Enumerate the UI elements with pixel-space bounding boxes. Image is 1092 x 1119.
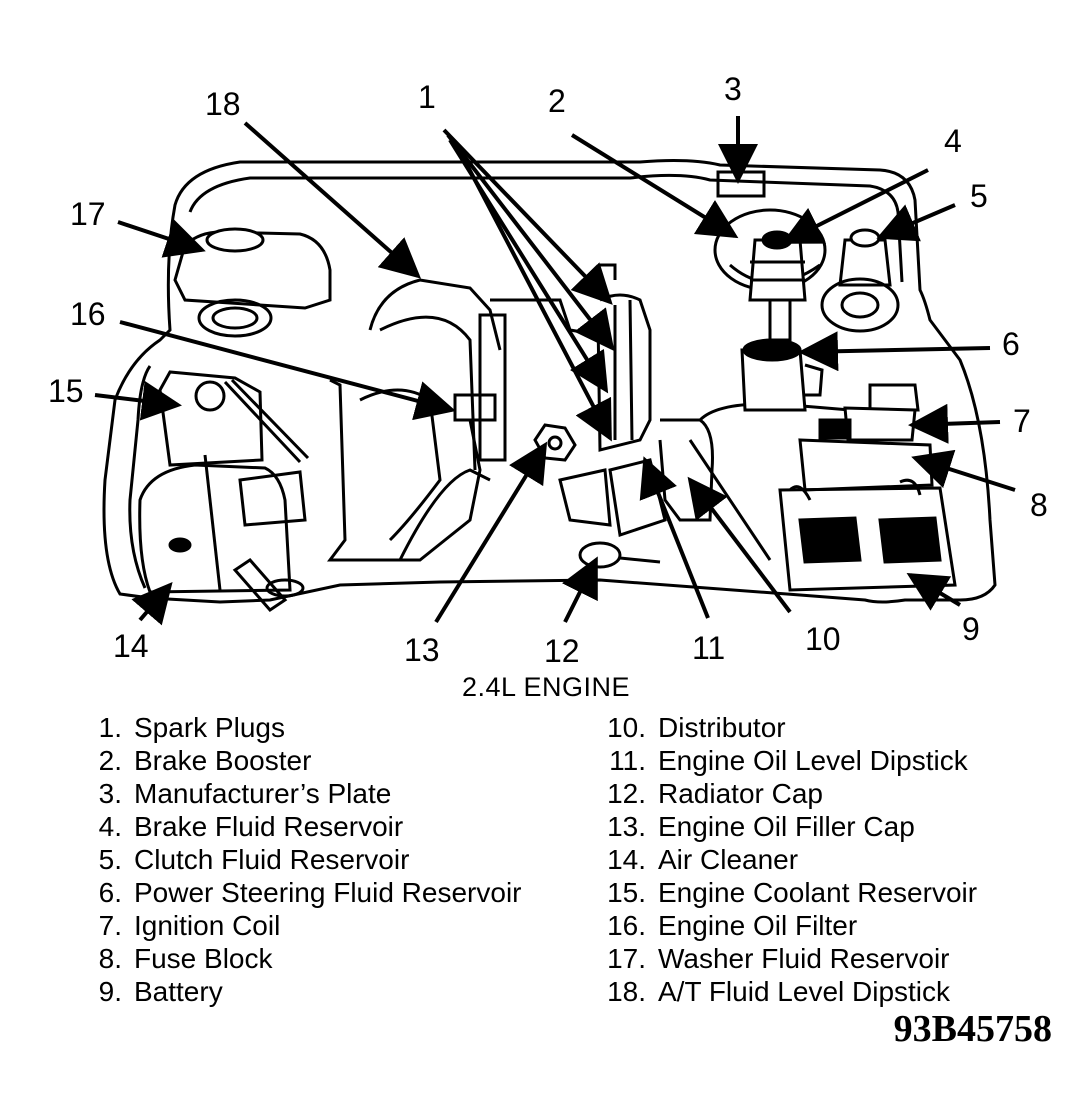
figure-id: 93B45758: [893, 1008, 1052, 1050]
legend-item: 11. Engine Oil Level Dipstick: [596, 744, 977, 777]
callout-13: 13: [404, 632, 440, 668]
callout-8: 8: [1030, 487, 1048, 523]
legend-item: 3. Manufacturer’s Plate: [86, 777, 522, 810]
callout-10: 10: [805, 621, 841, 657]
legend-label: Clutch Fluid Reservoir: [134, 844, 410, 875]
legend-number: 3.: [98, 778, 122, 809]
legend-label: Brake Booster: [134, 745, 312, 776]
diagram-caption: 2.4L ENGINE: [461, 672, 631, 702]
legend-item: 16. Engine Oil Filter: [596, 909, 977, 942]
legend-item: 6. Power Steering Fluid Reservoir: [86, 876, 522, 909]
legend-number: 18.: [607, 976, 646, 1007]
legend-number: 6.: [98, 877, 122, 908]
legend-left-column: 1. Spark Plugs 2. Brake Booster 3. Manufact…: [86, 711, 522, 1008]
legend-number: 7.: [98, 910, 122, 941]
legend-item: 1. Spark Plugs: [86, 711, 522, 744]
legend-number: 17.: [607, 943, 646, 974]
washer-fluid-reservoir-shape: [173, 227, 332, 338]
legend-label: Air Cleaner: [658, 844, 799, 875]
power-steering-reservoir-shape: [740, 338, 824, 412]
legend-number: 2.: [98, 745, 122, 776]
callout-9: 9: [962, 611, 980, 647]
callout-4: 4: [944, 123, 962, 159]
legend-item: 15. Engine Coolant Reservoir: [596, 876, 977, 909]
legend-number: 5.: [98, 844, 122, 875]
callout-5: 5: [970, 178, 988, 214]
callout-1: 1: [418, 79, 436, 115]
callout-3: 3: [724, 71, 742, 107]
legend-item: 18. A/T Fluid Level Dipstick: [596, 975, 977, 1008]
legend-number: 16.: [607, 910, 646, 941]
legend-number: 11.: [609, 745, 646, 776]
legend-label: Battery: [134, 976, 223, 1007]
callout-6: 6: [1002, 326, 1020, 362]
callout-14: 14: [113, 628, 149, 664]
legend-item: 4. Brake Fluid Reservoir: [86, 810, 522, 843]
callout-12: 12: [544, 633, 580, 669]
battery-shape: [778, 478, 957, 592]
legend-item: 12. Radiator Cap: [596, 777, 977, 810]
legend-label: Engine Oil Filler Cap: [658, 811, 915, 842]
legend-label: Brake Fluid Reservoir: [134, 811, 404, 842]
legend-label: A/T Fluid Level Dipstick: [658, 976, 951, 1007]
legend-number: 4.: [98, 811, 122, 842]
legend-right-column: 10. Distributor 11. Engine Oil Level Dipst…: [596, 711, 977, 1008]
callout-labels: 1 2 3 4 5 6 7 8 9 10 11 12 13 14 15 16 1…: [48, 71, 1048, 669]
legend-label: Radiator Cap: [658, 778, 823, 809]
legend-label: Fuse Block: [134, 943, 273, 974]
legend-number: 15.: [607, 877, 646, 908]
legend-item: 10. Distributor: [596, 711, 977, 744]
legend-label: Engine Coolant Reservoir: [658, 877, 978, 908]
legend-label: Engine Oil Level Dipstick: [658, 745, 968, 776]
legend-label: Engine Oil Filter: [658, 910, 858, 941]
legend-number: 1.: [98, 712, 122, 743]
legend-item: 5. Clutch Fluid Reservoir: [86, 843, 522, 876]
legend-number: 13.: [607, 811, 646, 842]
manufacturers-plate-shape: [716, 170, 766, 198]
legend-number: 8.: [98, 943, 122, 974]
clutch-fluid-reservoir-shape: [820, 228, 900, 333]
callout-15: 15: [48, 373, 84, 409]
engine-bay-outline: [102, 159, 997, 604]
legend-label: Washer Fluid Reservoir: [658, 943, 950, 974]
callout-11: 11: [692, 630, 725, 666]
legend-item: 14. Air Cleaner: [596, 843, 977, 876]
brake-fluid-reservoir-shape: [748, 230, 807, 342]
callout-16: 16: [70, 296, 106, 332]
callout-17: 17: [70, 196, 106, 232]
legend-number: 10.: [607, 712, 646, 743]
callout-2: 2: [548, 83, 566, 119]
callout-18: 18: [205, 86, 241, 122]
air-cleaner-shape: [138, 454, 307, 612]
legend-item: 17. Washer Fluid Reservoir: [596, 942, 977, 975]
legend-label: Distributor: [658, 712, 786, 743]
legend-number: 9.: [98, 976, 122, 1007]
coolant-reservoir-shape: [158, 370, 310, 467]
callout-7: 7: [1013, 403, 1031, 439]
legend-label: Spark Plugs: [134, 712, 285, 743]
legend-number: 12.: [607, 778, 646, 809]
legend-item: 13. Engine Oil Filler Cap: [596, 810, 977, 843]
engine-compartment-diagram: 1 2 3 4 5 6 7 8 9 10 11 12 13 14 15 16 1…: [48, 71, 1048, 669]
radiator-cap-shape: [578, 541, 661, 569]
ignition-coil-shape: [818, 383, 920, 442]
legend-item: 2. Brake Booster: [86, 744, 522, 777]
legend-item: 7. Ignition Coil: [86, 909, 522, 942]
leader-lines: [94, 116, 1016, 626]
legend-label: Power Steering Fluid Reservoir: [134, 877, 522, 908]
legend-number: 14.: [607, 844, 646, 875]
legend-item: 9. Battery: [86, 975, 522, 1008]
legend-label: Manufacturer’s Plate: [134, 778, 392, 809]
distributor-shape: [596, 263, 851, 561]
legend-label: Ignition Coil: [134, 910, 281, 941]
legend-item: 8. Fuse Block: [86, 942, 522, 975]
